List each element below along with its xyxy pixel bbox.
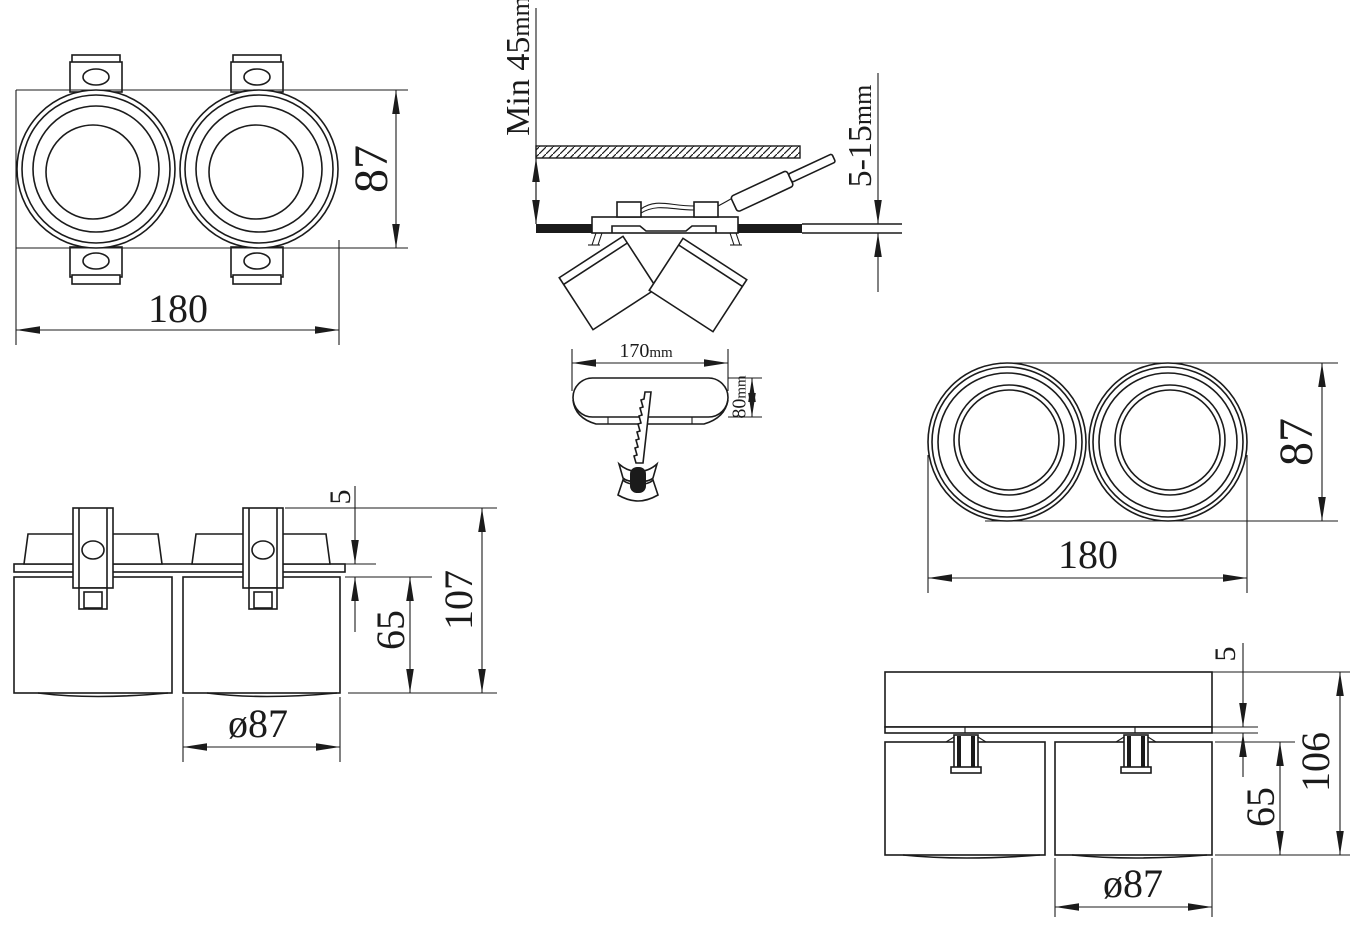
view-side-surface: 5 65 106 ø87: [884, 643, 1350, 917]
connector-stem-left: [945, 734, 987, 774]
cutout-oval-rim: [572, 399, 729, 425]
view-cutout-template: 170mm 80mm: [571, 340, 762, 502]
canopy-plate: [884, 726, 1213, 734]
spot-head-left: [558, 235, 658, 331]
dim-total-106: 106: [1212, 671, 1350, 856]
dim-label-d87: ø87: [228, 701, 288, 746]
dim-label-106: 106: [1293, 732, 1338, 792]
mounting-bracket-bottom-right: [230, 246, 284, 285]
dim-flange-5: 5: [1209, 643, 1258, 777]
trim-flange-right: [738, 224, 802, 233]
mounting-bracket-top-right: [230, 54, 284, 93]
lamp-ring-right: [179, 89, 339, 249]
dim-diameter-87: ø87: [1054, 858, 1213, 917]
saw-blade: [617, 391, 659, 502]
mounting-bracket-top-left: [69, 54, 123, 93]
dim-label-5: 5: [1209, 647, 1242, 662]
hinge-feet: [588, 232, 742, 246]
dim-label-107: 107: [436, 570, 481, 630]
dim-body-65: 65: [368, 577, 414, 693]
dim-height-87: 87: [985, 362, 1338, 522]
saw-handle-grip: [630, 467, 646, 493]
plug-connector: [730, 153, 836, 212]
dim-cutout-width: 80mm: [728, 375, 762, 419]
dim-label-180: 180: [148, 286, 208, 331]
terminal-clip-right: [693, 201, 719, 218]
dim-label-65: 65: [368, 610, 413, 650]
terminal-clip-left: [616, 201, 642, 218]
dim-label-min-recess: Min 45mm: [500, 0, 537, 136]
view-top-left: 87 180: [15, 54, 408, 345]
trim-flange-left: [536, 224, 594, 233]
dim-label-5-15mm: 5-15mm: [842, 85, 879, 188]
dim-width-180: 180: [927, 455, 1248, 593]
dim-label-5: 5: [324, 490, 357, 505]
dim-body-65: 65: [1215, 741, 1295, 855]
dim-width-180: 180: [15, 90, 340, 345]
dim-diameter-87: ø87: [182, 697, 341, 762]
dim-label-65: 65: [1238, 787, 1283, 827]
dim-height-87: 87: [16, 89, 408, 249]
dim-label-80mm: 80mm: [729, 375, 751, 419]
dim-total-107: 107: [285, 507, 497, 694]
trim-plate: [13, 563, 346, 573]
spring-clip-right: [242, 507, 284, 610]
lamp-ring-left: [16, 89, 176, 249]
dim-label-87: 87: [345, 145, 398, 193]
mounting-plate: [591, 216, 739, 234]
lamp-ring-left: [927, 362, 1087, 522]
mounting-bracket-bottom-left: [69, 246, 123, 285]
view-top-right: 87 180: [927, 362, 1338, 593]
dim-label-d87: ø87: [1103, 861, 1163, 906]
view-installation-section: Min 45mm: [500, 0, 902, 333]
ceiling-slab-hatched: [535, 145, 801, 159]
lamp-ring-right: [1088, 362, 1248, 522]
dim-label-170mm: 170mm: [619, 340, 673, 362]
canopy-box: [884, 671, 1213, 728]
connector-stem-right: [1115, 734, 1157, 774]
dim-label-180: 180: [1058, 532, 1118, 577]
dim-label-87: 87: [1270, 418, 1323, 466]
spring-clip-left: [72, 507, 114, 610]
supply-cable: [640, 193, 741, 214]
dim-panel-thickness: 5-15mm: [842, 73, 882, 292]
view-side-recessed: 5 65 107 ø87: [13, 486, 497, 762]
dim-flange-5: 5: [324, 486, 432, 632]
spot-head-right: [648, 237, 748, 333]
